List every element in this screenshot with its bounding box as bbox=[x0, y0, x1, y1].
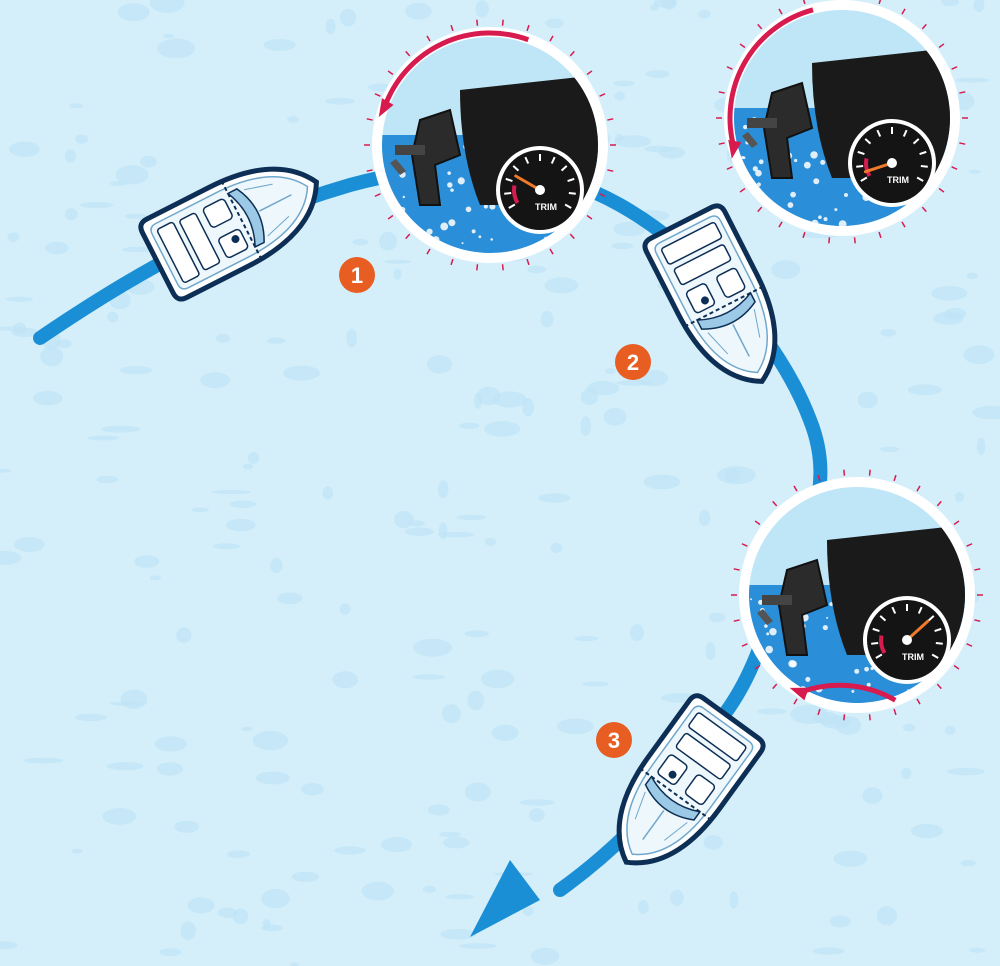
rotation-arrow-icon bbox=[789, 682, 897, 703]
trim-inset-3: TRIM bbox=[731, 469, 983, 721]
gauge-label: TRIM bbox=[887, 175, 909, 185]
step-badge-2: 2 bbox=[615, 344, 651, 380]
outboard-motor-icon bbox=[742, 81, 814, 179]
outboard-motor-icon bbox=[390, 108, 462, 206]
step-number: 2 bbox=[627, 350, 639, 375]
gauge-label: TRIM bbox=[902, 652, 924, 662]
trim-gauge-icon: TRIM bbox=[848, 119, 936, 207]
step-number: 3 bbox=[608, 728, 620, 753]
rotation-arrow-icon bbox=[727, 7, 814, 159]
trim-gauge-icon: TRIM bbox=[863, 596, 951, 684]
rotation-arrow-icon bbox=[378, 30, 530, 118]
outboard-motor-icon bbox=[757, 558, 829, 656]
step-number: 1 bbox=[351, 263, 363, 288]
direction-arrow-icon bbox=[470, 860, 540, 937]
trim-gauge-icon: TRIM bbox=[496, 146, 584, 234]
step-badge-1: 1 bbox=[339, 257, 375, 293]
step-badge-3: 3 bbox=[596, 722, 632, 758]
trim-inset-1: TRIM bbox=[364, 19, 616, 271]
gauge-label: TRIM bbox=[535, 202, 557, 212]
trim-inset-2: TRIM bbox=[716, 0, 968, 244]
